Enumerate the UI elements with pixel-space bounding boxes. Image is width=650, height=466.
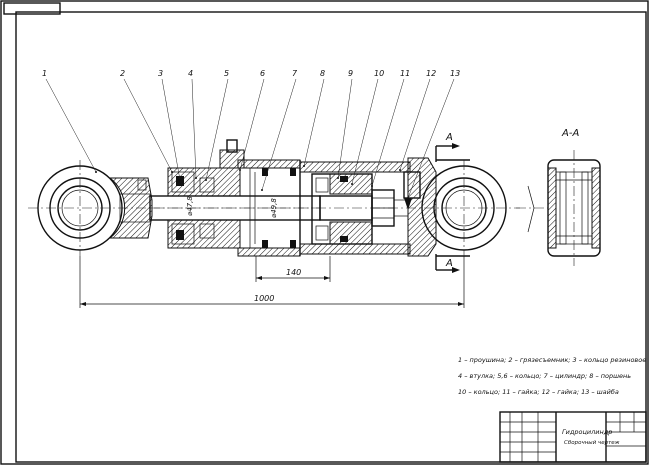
callout-label-3: 3 (158, 69, 163, 78)
callout-label-6: 6 (260, 69, 265, 78)
callout-label-9: 9 (348, 69, 353, 78)
callout-leader-12 (399, 78, 431, 171)
callout-leader-7 (261, 78, 297, 191)
callout-dot-10 (351, 183, 353, 185)
callout-label-4: 4 (188, 69, 193, 78)
gland (167, 139, 245, 249)
dimensions (79, 256, 465, 308)
section-view (516, 150, 601, 266)
section-marker-bottom: А (445, 258, 453, 269)
section-view-label: А-А (561, 128, 579, 139)
callout-leader-13 (407, 78, 455, 199)
callout-dot-2 (171, 171, 173, 173)
legend-line-3: 10 – кольцо; 11 – гайка; 12 – гайка; 13 … (458, 388, 619, 396)
callout-label-10: 10 (374, 69, 384, 78)
callout-dot-3 (179, 179, 181, 181)
callout-dot-4 (195, 177, 197, 179)
piston-rod (149, 195, 321, 221)
top-left-box (3, 2, 61, 15)
rear-cap (403, 157, 470, 257)
callout-label-11: 11 (400, 69, 410, 78)
callout-leader-6 (239, 78, 265, 171)
callout-dot-9 (337, 177, 339, 179)
callout-label-2: 2 (120, 69, 125, 78)
title-block-subtitle: Сборочный чертеж (564, 440, 620, 446)
callout-label-7: 7 (292, 69, 298, 78)
inner-frame (15, 11, 647, 463)
bore-diameter-label: ⌀47,8 (186, 196, 194, 216)
callout-leader-10 (351, 78, 379, 185)
callout-label-12: 12 (426, 69, 436, 78)
callout-leader-3 (161, 78, 181, 181)
callout-label-13: 13 (450, 69, 460, 78)
callout-leader-5 (205, 78, 229, 181)
callout-dot-8 (303, 165, 305, 167)
callout-leaders (45, 78, 455, 199)
piston (311, 173, 409, 245)
callout-label-1: 1 (42, 69, 47, 78)
title-block-name: Гидроцилиндр (562, 428, 612, 436)
callout-dot-1 (95, 171, 97, 173)
callout-dot-5 (205, 179, 207, 181)
callout-label-5: 5 (224, 69, 229, 78)
callout-leader-4 (191, 78, 197, 179)
total-length-label: 1000 (254, 294, 274, 303)
cylinder-assembly: А А ⌀47,8 ⌀49,8 (28, 132, 520, 273)
callout-dot-6 (239, 169, 241, 171)
callout-dot-7 (261, 189, 263, 191)
callout-leader-9 (337, 78, 353, 179)
callout-label-8: 8 (320, 69, 325, 78)
legend-line-1: 1 – проушина; 2 – грязесъемник; 3 – коль… (458, 356, 646, 364)
section-markers (435, 143, 460, 273)
callout-dot-11 (371, 185, 373, 187)
callout-dot-12 (399, 169, 401, 171)
callout-dot-13 (407, 197, 409, 199)
title-block (499, 411, 647, 463)
callout-leader-1 (45, 78, 97, 173)
cylinder-barrel (237, 159, 411, 257)
stroke-dimension-label: 140 (286, 268, 301, 277)
section-marker-top: А (445, 132, 453, 143)
callout-leader-2 (123, 78, 173, 173)
callout-leader-11 (371, 78, 405, 187)
right-eye (421, 160, 507, 256)
rod-diameter-label: ⌀49,8 (270, 198, 278, 218)
callout-leader-8 (303, 78, 325, 167)
legend-line-2: 4 – втулка; 5,6 – кольцо; 7 – цилиндр; 8… (458, 372, 631, 380)
